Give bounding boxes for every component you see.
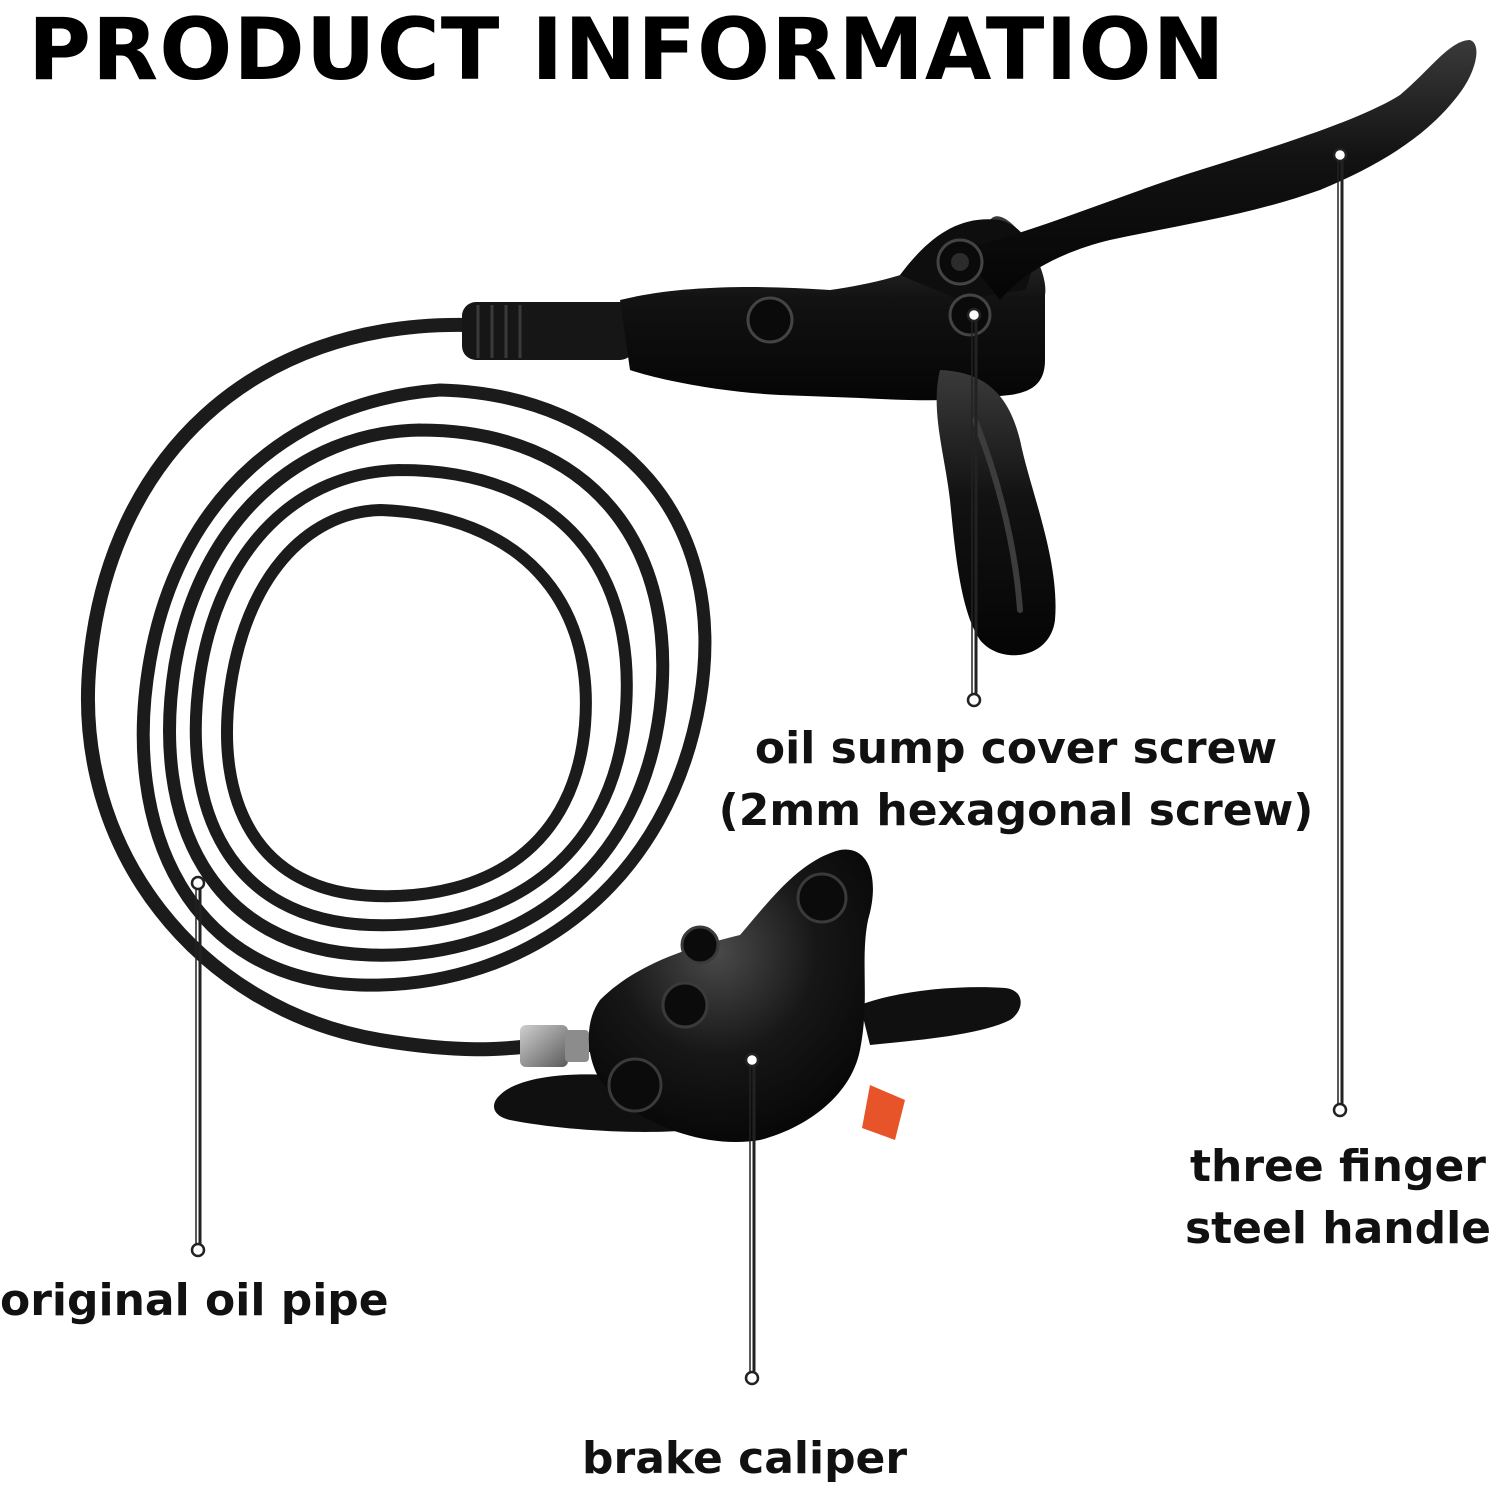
page-title: PRODUCT INFORMATION (28, 0, 1226, 100)
callout-handle-line1: three finger (1189, 1141, 1487, 1192)
callout-brake-caliper: brake caliper (582, 1433, 908, 1484)
banjo-fitting (520, 1025, 568, 1067)
leader-dots (190, 147, 1348, 1386)
reach-lever (936, 370, 1056, 656)
callout-handle-line2: steel handle (1184, 1203, 1492, 1254)
oil-pipe-coil (81, 317, 712, 1057)
callout-original-oil-pipe: original oil pipe (0, 1275, 389, 1326)
caliper-mount-right (860, 987, 1021, 1045)
brake-caliper-art (494, 849, 1021, 1142)
callout-oil-sump-cover-screw: oil sump cover screw (2mm hexagonal scre… (696, 718, 1336, 842)
hose-loop-5 (221, 504, 592, 903)
lever-blade (960, 40, 1477, 300)
pad-spacer-tab (862, 1085, 905, 1140)
bleed-port (661, 981, 709, 1029)
hose-loop-outer (81, 317, 547, 1057)
callout-sump-line2: (2mm hexagonal screw) (718, 785, 1314, 836)
brake-lever (462, 40, 1477, 656)
callout-three-finger-steel-handle: three finger steel handle (1178, 1136, 1498, 1260)
leader-lines (195, 155, 1344, 1378)
hose-boot (462, 302, 634, 360)
hose-loop-3 (163, 423, 670, 962)
caliper-bolt-left (607, 1057, 663, 1113)
hose-loop-2 (136, 383, 712, 992)
callout-sump-line1: oil sump cover screw (754, 723, 1278, 774)
hose-loop-4 (189, 464, 633, 932)
caliper-bolt-top (796, 872, 848, 924)
caliper-body (588, 849, 873, 1142)
